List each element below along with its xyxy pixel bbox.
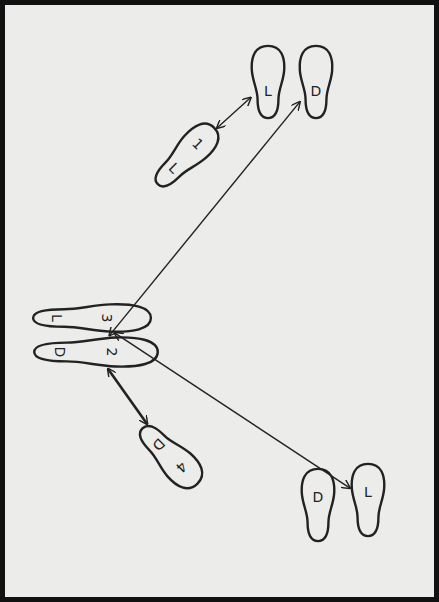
step-label: D <box>53 347 67 358</box>
step-label: L <box>166 160 181 175</box>
step-label: D <box>313 490 324 504</box>
footprint-outline <box>30 302 154 334</box>
step-label: 1 <box>190 136 206 152</box>
footprint: L <box>249 44 287 120</box>
footprint-outline <box>128 414 213 499</box>
step-label: L <box>364 485 372 499</box>
footprint: D4 <box>128 414 213 499</box>
step-arrow <box>110 102 300 336</box>
footprint: D <box>297 44 335 120</box>
footprint: D <box>299 467 337 543</box>
footprint: D2 <box>31 335 161 369</box>
step-arrow <box>115 333 350 488</box>
footprint-outline <box>31 335 161 369</box>
step-label: L <box>50 314 64 322</box>
footprint-outline <box>349 462 387 538</box>
footprint-outline <box>144 114 229 199</box>
step-arrow <box>217 98 251 128</box>
step-label: 4 <box>173 459 189 475</box>
step-label: 2 <box>105 348 119 357</box>
footprint: 1L <box>144 114 229 199</box>
step-label: L <box>264 84 272 98</box>
step-label: D <box>311 84 322 98</box>
step-label: 3 <box>100 314 114 323</box>
step-label: D <box>150 436 168 454</box>
footprint: L <box>349 462 387 538</box>
footprint-outline <box>297 44 335 120</box>
step-arrow <box>108 369 147 425</box>
footprint-outline <box>249 44 287 120</box>
footprint-outline <box>299 467 337 543</box>
footprint: L3 <box>30 302 154 334</box>
